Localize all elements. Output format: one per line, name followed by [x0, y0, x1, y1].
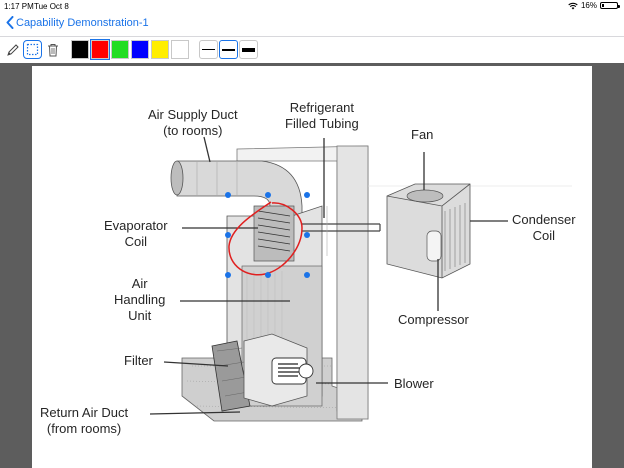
- back-button[interactable]: Capability Demonstration-1: [6, 16, 149, 29]
- refrigerant-tubing: [302, 223, 381, 232]
- status-right: 16%: [568, 1, 620, 10]
- label-condenser-line1: Condenser: [512, 212, 576, 227]
- label-air-supply-duct: Air Supply Duct (to rooms): [148, 107, 238, 139]
- drawing-toolbar: [0, 38, 624, 62]
- color-swatch-white[interactable]: [171, 40, 189, 59]
- label-evaporator-line2: Coil: [124, 234, 147, 249]
- lasso-select-icon: [26, 43, 39, 56]
- label-blower: Blower: [394, 376, 434, 391]
- chevron-left-icon: [6, 16, 14, 29]
- label-condenser-coil: Condenser Coil: [512, 212, 576, 244]
- select-tool[interactable]: [23, 40, 42, 59]
- label-air-handling-line3: Unit: [128, 308, 152, 323]
- pencil-tool[interactable]: [3, 40, 22, 59]
- condenser-unit: [386, 183, 471, 279]
- label-refrigerant-line2: Filled Tubing: [285, 116, 359, 131]
- color-swatch-blue[interactable]: [131, 40, 149, 59]
- back-label: Capability Demonstration-1: [16, 16, 149, 29]
- label-return-line2: (from rooms): [46, 421, 122, 436]
- label-compressor: Compressor: [398, 312, 469, 327]
- selection-handle: [304, 272, 310, 278]
- line-width-thin[interactable]: [199, 40, 218, 59]
- label-air-handling-line1: Air: [131, 276, 148, 291]
- label-evaporator-coil: Evaporator Coil: [104, 218, 168, 250]
- selection-handle: [265, 272, 271, 278]
- label-return-line1: Return Air Duct: [40, 405, 129, 420]
- battery-icon: [600, 2, 620, 9]
- selection-handle: [225, 192, 231, 198]
- label-air-supply-line2: (to rooms): [163, 123, 223, 138]
- label-refrigerant-line1: Refrigerant: [289, 100, 355, 115]
- label-air-supply-line1: Air Supply Duct: [148, 107, 238, 122]
- nav-bar: Capability Demonstration-1: [0, 13, 624, 37]
- canvas-area: Air Supply Duct (to rooms) Refrigerant F…: [0, 63, 624, 468]
- color-swatch-red[interactable]: [90, 39, 110, 60]
- trash-tool[interactable]: [43, 40, 62, 59]
- selection-handle: [304, 192, 310, 198]
- label-air-handling-unit: Air Handling Unit: [114, 276, 165, 324]
- color-swatch-black[interactable]: [71, 40, 89, 59]
- status-date: Tue Oct 8: [34, 2, 69, 11]
- status-time: 1:17 PM: [4, 2, 34, 11]
- trash-icon: [47, 43, 58, 56]
- wifi-icon: [568, 2, 578, 9]
- selection-handle: [225, 232, 231, 238]
- selection-handle: [265, 192, 271, 198]
- battery-percent: 16%: [580, 1, 597, 10]
- selection-handle: [225, 272, 231, 278]
- evaporator-coil: [253, 205, 295, 262]
- label-refrigerant-tubing: Refrigerant Filled Tubing: [285, 100, 359, 132]
- line-width-medium[interactable]: [219, 40, 238, 59]
- leader-filter: [163, 361, 229, 367]
- color-swatch-yellow[interactable]: [151, 40, 169, 59]
- line-width-thick[interactable]: [239, 40, 258, 59]
- leader-air-supply: [203, 136, 211, 163]
- label-condenser-line2: Coil: [532, 228, 555, 243]
- pencil-icon: [6, 43, 19, 56]
- label-air-handling-line2: Handling: [114, 292, 166, 307]
- document-page[interactable]: Air Supply Duct (to rooms) Refrigerant F…: [32, 66, 592, 468]
- color-swatch-green[interactable]: [111, 40, 129, 59]
- hvac-diagram: [149, 136, 572, 422]
- label-evaporator-line1: Evaporator: [104, 218, 168, 233]
- annotation-red-circle: [228, 201, 303, 276]
- leader-return-air: [149, 411, 241, 415]
- status-bar: 1:17 PM Tue Oct 8 16%: [0, 0, 624, 13]
- label-fan: Fan: [411, 127, 434, 142]
- label-filter: Filter: [124, 353, 153, 368]
- selection-handle: [304, 232, 310, 238]
- label-return-air-duct: Return Air Duct (from rooms): [40, 405, 128, 437]
